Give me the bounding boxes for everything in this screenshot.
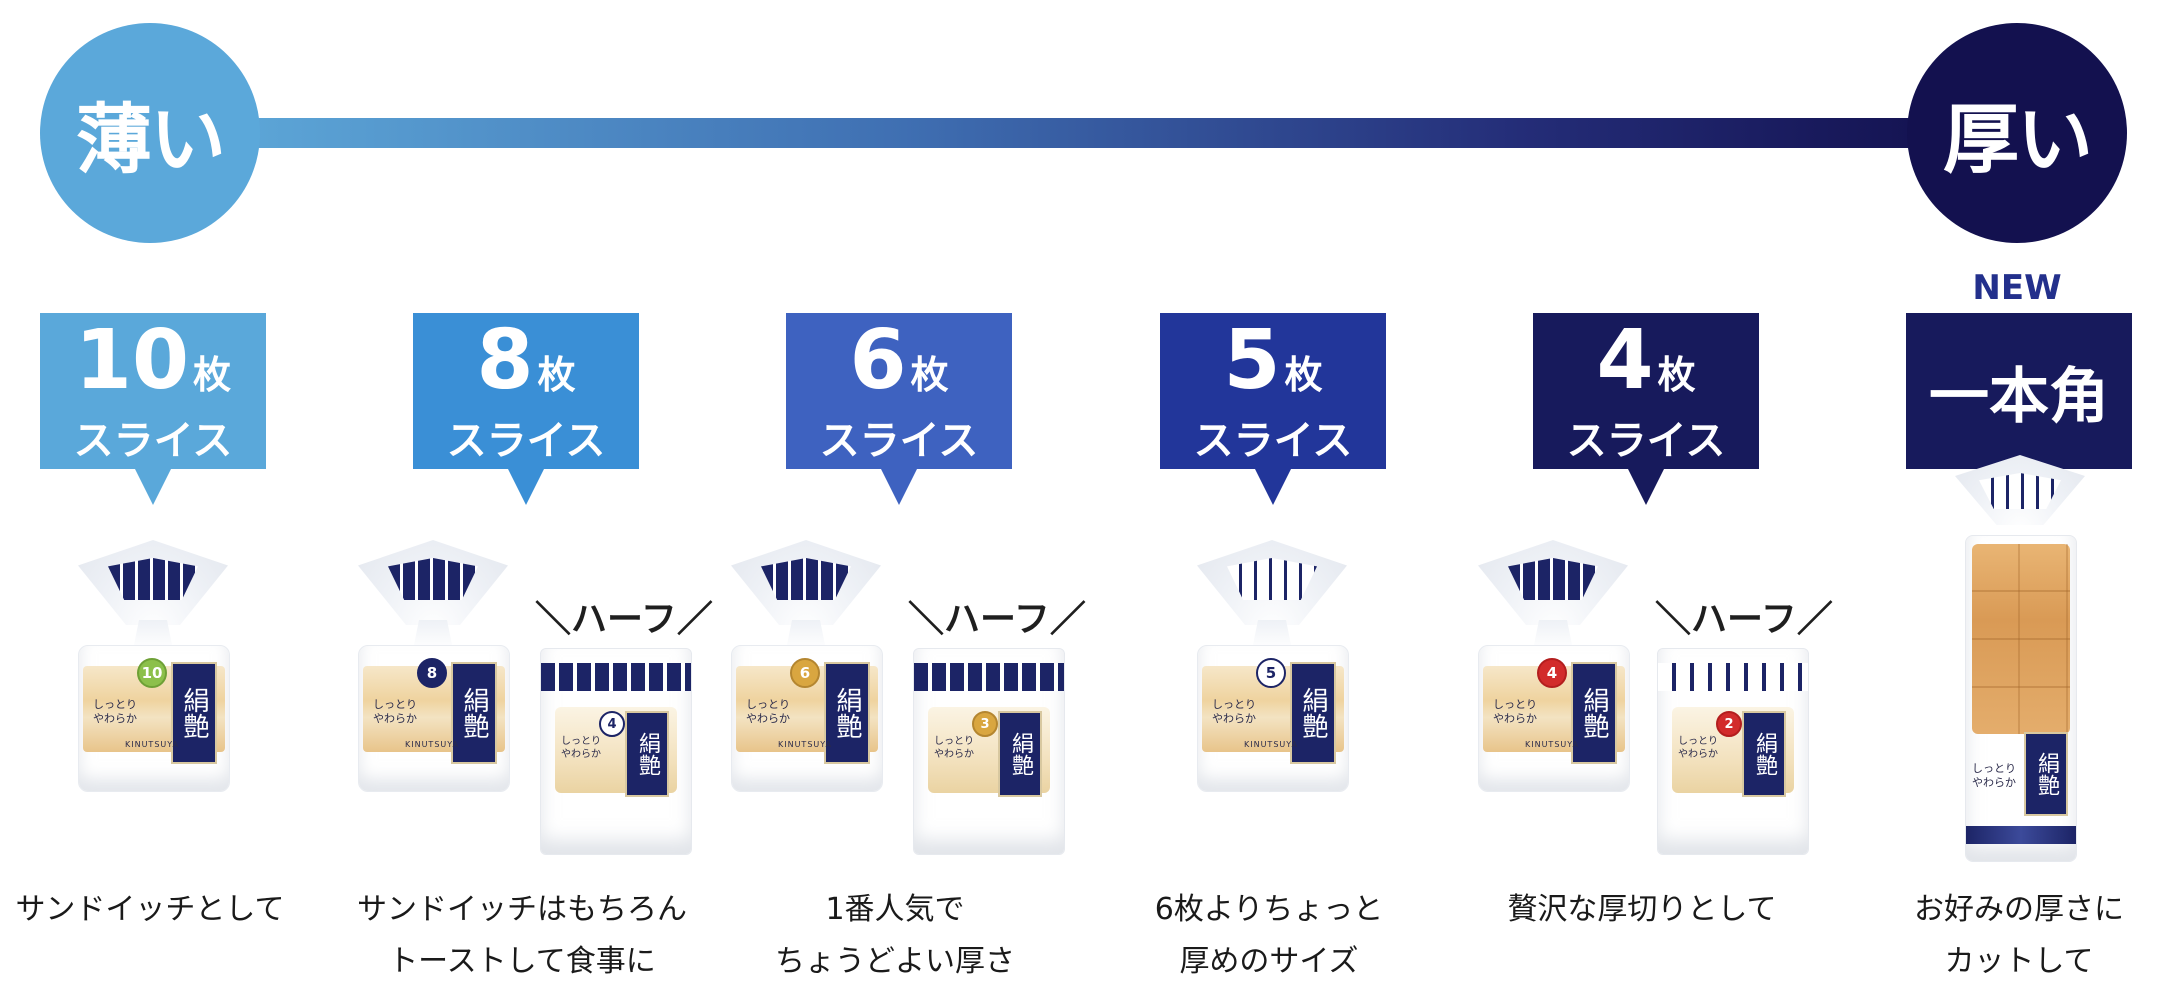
slice-count: 6 [849, 313, 907, 408]
slice-unit: 枚 [537, 353, 576, 397]
thin-circle: 薄い [40, 23, 260, 243]
package-romaji: KINUTSUYA [1243, 740, 1298, 749]
slice-count: 8 [476, 313, 534, 408]
desc-8: サンドイッチはもちろん トーストして食事に [357, 892, 687, 979]
loaf-title: 一本角 [1929, 361, 2109, 432]
slice-count: 4 [1596, 313, 1654, 408]
package-8-slice: 8 しっとり やわらか 絹艶 KINUTSUYA [358, 540, 510, 792]
package-10-slice: 10 しっとり やわらか 絹艶 KINUTSUYA [78, 540, 230, 792]
package-brand: 絹艶 [451, 662, 497, 764]
half-copy: しっとり やわらか [561, 736, 601, 760]
half-package-8: 4 しっとり やわらか 絹艶 [540, 648, 692, 855]
package-copy: しっとり やわらか [93, 698, 137, 725]
slice-sub: スライス [1193, 418, 1353, 464]
half-package-6: 3 しっとり やわらか 絹艶 [913, 648, 1065, 855]
thick-circle: 厚い [1907, 23, 2127, 243]
package-copy: しっとり やわらか [1212, 698, 1256, 725]
half-copy: しっとり やわらか [934, 736, 974, 760]
package-copy: しっとり やわらか [373, 698, 417, 725]
half-label-6: ＼ハーフ／ [908, 599, 1086, 640]
half-brand: 絹艶 [625, 711, 669, 797]
slice-unit: 枚 [910, 353, 949, 397]
half-brand: 絹艶 [1742, 711, 1786, 797]
thick-label: 厚い [1943, 95, 2093, 184]
desc-10: サンドイッチとして [15, 892, 285, 927]
package-5-slice: 5 しっとり やわらか 絹艶 KINUTSUYA [1197, 540, 1349, 792]
half-label-4: ＼ハーフ／ [1655, 599, 1833, 640]
package-brand: 絹艶 [1290, 662, 1336, 764]
package-romaji: KINUTSUYA [404, 740, 459, 749]
package-number: 4 [1537, 658, 1567, 688]
package-number: 5 [1256, 658, 1286, 688]
half-label-8: ＼ハーフ／ [535, 599, 713, 640]
desc-4: 贅沢な厚切りとして [1507, 892, 1777, 927]
package-brand: 絹艶 [171, 662, 217, 764]
desc-6: 1番人気で ちょうどよい厚さ [775, 892, 1015, 979]
package-number: 10 [137, 658, 167, 688]
slice-sub: スライス [446, 418, 606, 464]
package-copy: しっとり やわらか [1493, 698, 1537, 725]
desc-loaf: お好みの厚さに カットして [1914, 892, 2124, 979]
thin-label: 薄い [76, 95, 226, 184]
package-romaji: KINUTSUYA [124, 740, 179, 749]
package-loaf: しっとり やわらか 絹艶 [1955, 455, 2085, 865]
desc-5: 6枚よりちょっと 厚めのサイズ [1154, 892, 1384, 979]
slice-count: 10 [74, 313, 190, 408]
slice-unit: 枚 [1284, 353, 1323, 397]
half-copy: しっとり やわらか [1678, 736, 1718, 760]
package-copy: しっとり やわらか [746, 698, 790, 725]
slice-unit: 枚 [1657, 353, 1696, 397]
package-romaji: KINUTSUYA [1524, 740, 1579, 749]
thickness-scale-bar [200, 118, 1960, 148]
slice-sub: スライス [1566, 418, 1726, 464]
slice-unit: 枚 [193, 353, 232, 397]
package-romaji: KINUTSUYA [777, 740, 832, 749]
slice-count: 5 [1223, 313, 1281, 408]
half-number: 4 [599, 711, 625, 737]
half-number: 3 [972, 711, 998, 737]
half-brand: 絹艶 [998, 711, 1042, 797]
package-brand: 絹艶 [824, 662, 870, 764]
package-brand: 絹艶 [1571, 662, 1617, 764]
new-badge: NEW [1972, 268, 2062, 308]
package-6-slice: 6 しっとり やわらか 絹艶 KINUTSUYA [731, 540, 883, 792]
slice-sub: スライス [73, 418, 233, 464]
slice-sub: スライス [819, 418, 979, 464]
label-box-loaf: 一本角 [1906, 313, 2132, 469]
loaf-brand: 絹艶 [2024, 732, 2068, 816]
half-package-4: 2 しっとり やわらか 絹艶 [1657, 648, 1809, 855]
package-number: 8 [417, 658, 447, 688]
package-number: 6 [790, 658, 820, 688]
half-number: 2 [1716, 711, 1742, 737]
loaf-copy: しっとり やわらか [1972, 762, 2016, 789]
package-4-slice: 4 しっとり やわらか 絹艶 KINUTSUYA [1478, 540, 1630, 792]
